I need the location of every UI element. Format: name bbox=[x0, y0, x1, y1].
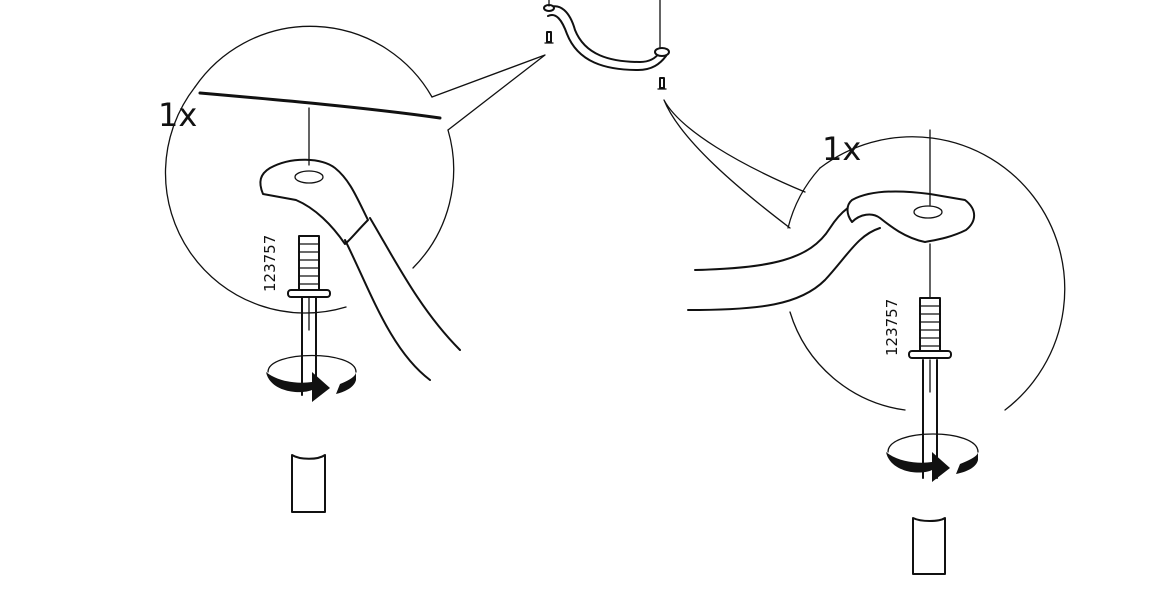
right-rotation-arrow-icon bbox=[886, 433, 979, 482]
left-screwdriver bbox=[291, 297, 326, 513]
right-quantity-label: 1x bbox=[822, 130, 861, 168]
left-screw bbox=[287, 235, 331, 298]
left-quantity-label: 1x bbox=[158, 96, 197, 134]
overview-handle bbox=[543, 0, 670, 90]
overview-screw-right bbox=[657, 77, 667, 90]
overview-screw-left bbox=[544, 31, 554, 44]
left-part-number: 123757 bbox=[261, 235, 279, 292]
right-part-number: 123757 bbox=[883, 299, 901, 356]
right-screw bbox=[908, 297, 952, 359]
left-detail: 1x 123757 bbox=[158, 25, 546, 513]
right-screwdriver bbox=[912, 359, 946, 575]
right-detail: 1x 123757 bbox=[663, 99, 1066, 575]
left-rotation-arrow-icon bbox=[266, 354, 357, 402]
